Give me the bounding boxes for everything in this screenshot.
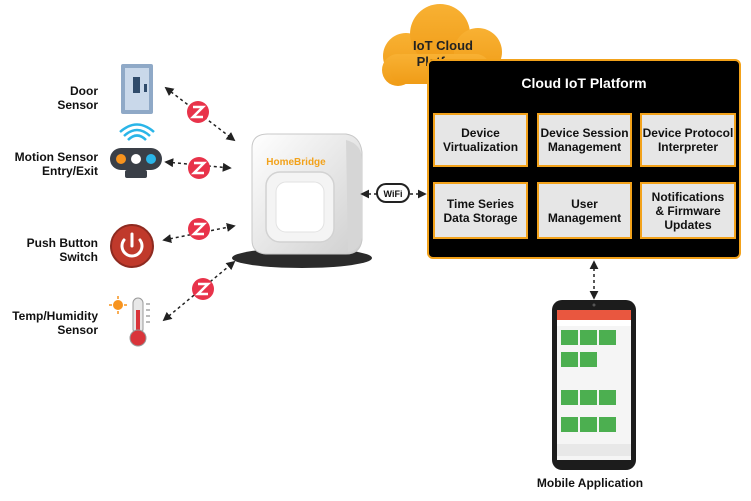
mobile-application-label: Mobile Application [536,476,644,490]
thermometer-icon [109,296,150,347]
zigbee-icon [192,278,214,300]
smartphone-icon [552,300,636,470]
homebridge-hub: HomeBridge [232,133,372,268]
door-sensor-icon [121,64,153,114]
zigbee-icon [188,157,210,179]
zigbee-icon [188,218,210,240]
motion-sensor-icon [110,123,162,178]
wifi-badge-text: WiFi [384,189,403,199]
hub-brand-text: HomeBridge [266,157,326,168]
power-button-icon [110,224,154,268]
zigbee-icon [187,101,209,123]
platform-title: Cloud IoT Platform [521,75,647,91]
wifi-icon: WiFi [376,183,410,203]
